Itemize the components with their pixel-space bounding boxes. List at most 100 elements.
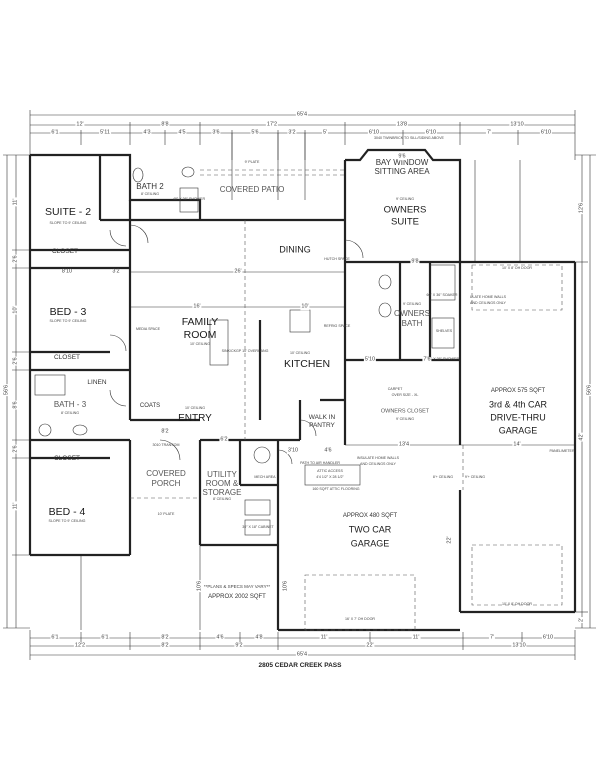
plans-vary-note: **PLANS & SPECS MAY VARY** bbox=[203, 583, 271, 589]
dim-bottom-4-6: 4'6 bbox=[215, 634, 225, 641]
room-covered-porch-line1: COVERED bbox=[146, 469, 186, 478]
dim-bottom-9-2: 9'2 bbox=[234, 642, 244, 649]
dim-9-6: 9'6 bbox=[397, 153, 407, 160]
media-space: MEDIA SPACE bbox=[135, 327, 161, 332]
room-linen: LINEN bbox=[87, 378, 107, 386]
family-ceiling: 10' CEILING bbox=[189, 342, 211, 347]
dim-top-overall: 65'4 bbox=[295, 111, 309, 118]
room-suite-2: SUITE - 2 bbox=[44, 205, 92, 218]
twin-window-note: 3040 TWIN bbox=[373, 136, 393, 141]
dim-26: 26' bbox=[233, 268, 243, 275]
dim-bottom-overall: 65'4 bbox=[295, 651, 309, 658]
garage-34-door-top: 10' X 8' OH DOOR bbox=[502, 266, 532, 271]
dim-3-2b: 3'2 bbox=[111, 268, 121, 275]
dim-right-12-6: 12'6 bbox=[578, 201, 585, 215]
dim-16: 16' bbox=[192, 303, 202, 310]
room-closet-bed-4: CLOSET bbox=[53, 454, 81, 462]
room-bed-4: BED - 4 bbox=[48, 505, 86, 518]
room-garage-34-line1: 3rd & 4th CAR bbox=[488, 399, 548, 410]
transom-note: 3010 TRANSOM bbox=[152, 443, 180, 448]
entry-ceiling: 10' CEILING bbox=[184, 406, 206, 411]
room-bath-2-ceiling: 8' CEILING bbox=[140, 192, 160, 197]
plan-title: 2805 CEDAR CREEK PASS bbox=[258, 661, 342, 669]
room-owners-closet: OWNERS CLOSET bbox=[380, 408, 430, 415]
dim-6-2a: 6'2 bbox=[219, 436, 229, 443]
room-owners-suite-line1: OWNERS bbox=[383, 204, 427, 216]
dim-bottom-11b: 11' bbox=[411, 634, 421, 641]
dim-top-4-3: 4'3 bbox=[142, 129, 152, 136]
insulate-note-3rd: ULATE HOME WALLS bbox=[469, 295, 507, 300]
dim-13-4: 13'4 bbox=[397, 441, 411, 448]
bay-window-label: BAY WINDOW bbox=[375, 158, 429, 167]
attic-access: ATTIC ACCESS bbox=[317, 469, 343, 474]
dim-top-6-10c: 6'10 bbox=[539, 129, 553, 136]
dim-left-10: 10' bbox=[12, 305, 19, 315]
room-bath-2: BATH 2 bbox=[136, 182, 164, 191]
dim-right-2: 2' bbox=[578, 616, 585, 624]
dim-14: 14' bbox=[512, 441, 522, 448]
dim-left-2-6c: 2'6 bbox=[12, 444, 19, 454]
dim-top-5-11: 5'11 bbox=[99, 129, 111, 136]
dim-bottom-12-2: 12'2 bbox=[73, 642, 87, 649]
room-utility-line2: ROOM & bbox=[205, 479, 239, 488]
dim-bottom-6-10: 6'10 bbox=[541, 634, 555, 641]
room-family-line1: FAMILY bbox=[181, 315, 219, 328]
brick-sill-note: BRICK TO SILL/SIDING ABOVE bbox=[392, 136, 444, 141]
two-car-door: 16' X 7' OH DOOR bbox=[345, 617, 375, 622]
room-closet-suite-2: CLOSET bbox=[51, 247, 79, 255]
room-kitchen: KITCHEN bbox=[283, 357, 331, 370]
dim-left-2-6a: 2'6 bbox=[12, 254, 19, 264]
attic-size: 4'4 1/2" X 28 1/2" bbox=[316, 475, 344, 480]
dim-10: 10' bbox=[300, 303, 310, 310]
attic-flooring: 160 SQFT ATTIC FLOORING bbox=[312, 487, 360, 492]
room-covered-porch-line2: PORCH bbox=[151, 479, 181, 488]
dim-right-42: 42' bbox=[578, 432, 585, 442]
room-two-car-line2: GARAGE bbox=[350, 538, 390, 549]
garage-34-door-bottom: 10' X 8' OH DOOR bbox=[502, 602, 532, 607]
ceiling-8-note: 8'+ CEILING bbox=[432, 475, 454, 480]
room-bath-3: BATH - 3 bbox=[53, 400, 87, 409]
total-sqft: APPROX 2002 SQFT bbox=[208, 594, 266, 600]
dim-8-2: 8'2 bbox=[160, 428, 170, 435]
bed-4-ceiling: SLOPE TO 9' CEILING bbox=[48, 519, 86, 524]
dim-10-6b: 10'6 bbox=[282, 579, 289, 593]
dim-top-7: 7' bbox=[485, 129, 493, 136]
dim-bottom-11a: 11' bbox=[319, 634, 329, 641]
dim-left-11b: 11' bbox=[12, 501, 19, 511]
dim-bottom-4-8: 4'8 bbox=[254, 634, 264, 641]
dim-10-6a: 10'6 bbox=[196, 579, 203, 593]
room-entry: ENTRY bbox=[178, 413, 212, 424]
owners-closet-ceiling: 9' CEILING bbox=[395, 417, 415, 422]
room-closet-bed-3: CLOSET bbox=[53, 353, 81, 361]
dim-4-6: 4'6 bbox=[323, 447, 333, 454]
dim-22: 22' bbox=[446, 535, 453, 545]
attic-path-note: PATH TO AIR HANDLER bbox=[300, 461, 340, 466]
walls bbox=[28, 148, 577, 632]
room-owners-bath-line2: BATH bbox=[401, 319, 423, 328]
porch-plate: 10' PLATE bbox=[157, 512, 175, 517]
dim-8-10: 8'10 bbox=[60, 268, 74, 275]
dim-top-6-10b: 6'10 bbox=[424, 129, 438, 136]
dim-top-5-6: 5'6 bbox=[250, 129, 260, 136]
dim-left-2-6b: 2'6 bbox=[12, 356, 19, 366]
dim-top-6-10a: 6'10 bbox=[367, 129, 381, 136]
utility-cabinet: 30" X 18" CABINET bbox=[242, 525, 274, 530]
panel-meter: PANEL/METER bbox=[549, 449, 575, 454]
hutch-space: HUTCH SPACE bbox=[324, 257, 350, 262]
room-dining: DINING bbox=[279, 244, 311, 255]
room-garage-34-line3: GARAGE bbox=[498, 425, 538, 436]
patio-plate: 9' PLATE bbox=[244, 160, 260, 165]
dim-bottom-7: 7' bbox=[488, 634, 496, 641]
room-garage-34-line2: DRIVE-THRU bbox=[490, 412, 546, 423]
dim-right-overall: 56'6 bbox=[586, 383, 593, 397]
room-owners-suite-line2: SUITE bbox=[391, 216, 419, 228]
ceiling-9-note: 9'+ CEILING bbox=[464, 475, 486, 480]
owners-closet-carpet: CARPET bbox=[387, 387, 403, 392]
dim-left-11a: 11' bbox=[12, 197, 19, 207]
insulate-note-line1: INSULATE HOME WALLS bbox=[356, 456, 400, 461]
dim-left-overall: 56'6 bbox=[3, 383, 10, 397]
dim-top-13-10: 13'10 bbox=[509, 121, 525, 128]
room-pantry-line2: PANTRY bbox=[309, 421, 335, 429]
